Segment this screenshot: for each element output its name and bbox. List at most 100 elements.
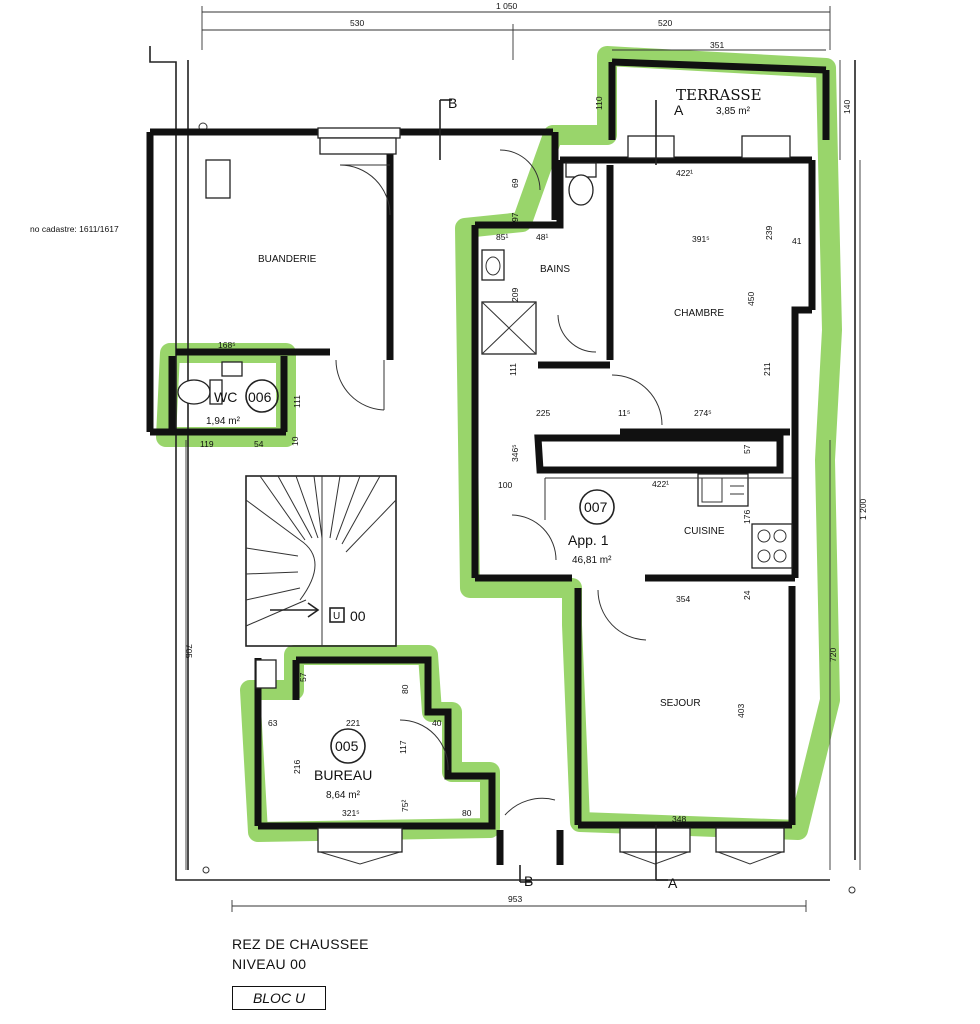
room-cuisine: CUISINE	[684, 526, 725, 537]
room-bureau: BUREAU	[314, 767, 372, 783]
dim-right-total: 1 200	[858, 498, 868, 520]
dim-chambre-lower: 211	[762, 362, 772, 376]
dim-bureau-bottom2: 80	[462, 808, 472, 818]
area-bureau: 8,64 m²	[326, 790, 361, 801]
walls	[146, 58, 830, 865]
room-terrasse: TERRASSE	[676, 86, 762, 104]
section-a-top: A	[674, 102, 684, 118]
dim-bureau-width: 221	[346, 718, 360, 728]
block-label: BLOC U	[232, 986, 326, 1010]
stair-level: 00	[350, 608, 366, 624]
dim-corridor-small: 11⁵	[618, 408, 630, 418]
app-number: 007	[584, 499, 608, 515]
wc-number-circle	[245, 379, 279, 413]
dim-bureau-right: 40	[432, 718, 442, 728]
dim-wc-height: 111	[292, 395, 302, 408]
dim-chambre-height: 450	[746, 292, 756, 306]
dim-left-top: 530	[350, 18, 364, 28]
caption-floor: REZ DE CHAUSSEE	[232, 936, 369, 952]
dim-right-top-offset: 140	[842, 100, 852, 114]
app-number-circle	[579, 489, 615, 525]
dim-bottom-total: 953	[508, 894, 522, 904]
fixtures	[177, 159, 793, 689]
dim-app-left: 100	[498, 480, 512, 490]
dim-bains-small3: 97	[510, 212, 520, 222]
dim-chambre-top: 422¹	[676, 168, 693, 178]
stair-label: U	[333, 611, 340, 622]
dim-bureau-small2: 80	[400, 684, 410, 694]
dim-wc-bottom-a: 119	[200, 439, 214, 449]
dim-cuisine-width: 422¹	[652, 479, 669, 489]
laundry-fixture	[205, 159, 231, 199]
section-markers: B A B A	[439, 95, 684, 891]
dim-bains-small2: 69	[510, 178, 520, 188]
app-area: 46,81 m²	[572, 555, 612, 566]
dim-right-top: 520	[658, 18, 672, 28]
dim-bains-top-a: 85¹	[496, 232, 508, 242]
section-b-top: B	[448, 95, 457, 111]
room-buanderie: BUANDERIE	[258, 254, 317, 265]
stair-label-box	[329, 607, 345, 623]
staircase	[245, 475, 397, 647]
dimension-texts: 1 050 530 520 351 110 140 1 200 720 705 …	[184, 1, 868, 904]
dim-wc-bottom-c: 10	[290, 436, 300, 446]
bureau-number-circle	[330, 728, 366, 764]
dim-cuisine-small: 57	[742, 444, 752, 454]
plan-caption: REZ DE CHAUSSEE NIVEAU 00	[232, 934, 369, 974]
outer-outline	[149, 46, 856, 894]
app-name: App. 1	[568, 532, 609, 548]
dim-terrace-width: 351	[710, 40, 724, 50]
windows	[317, 127, 791, 865]
bureau-fixture	[255, 659, 277, 689]
dim-bureau-bottom: 321⁵	[342, 808, 360, 818]
dim-bains-top-b: 48¹	[536, 232, 548, 242]
room-wc: WC	[214, 389, 237, 405]
highlight-app1	[455, 46, 842, 840]
dim-bains-small: 111	[508, 363, 518, 376]
dim-left-side: 705	[184, 644, 194, 658]
dim-bureau-small: 57	[298, 672, 308, 682]
room-bains: BAINS	[540, 264, 570, 275]
caption-level: NIVEAU 00	[232, 956, 307, 972]
highlight-outlines	[156, 46, 842, 842]
dim-cuisine-height: 176	[742, 510, 752, 524]
bureau-number: 005	[335, 738, 359, 754]
dim-bureau-vert2: 75²	[400, 800, 410, 812]
dim-bureau-height: 216	[292, 760, 302, 774]
room-labels: TERRASSE 3,85 m² BUANDERIE WC 006 1,94 m…	[206, 86, 762, 801]
dim-chambre-width: 391⁵	[692, 234, 710, 244]
dim-total-top: 1 050	[496, 1, 518, 11]
dim-chambre-right: 41	[792, 236, 802, 246]
section-b-bottom: B	[524, 873, 533, 889]
dim-chambre-vert: 239	[764, 226, 774, 240]
dimension-lines	[185, 6, 861, 912]
section-a-bottom: A	[668, 875, 678, 891]
cadastre-note: no cadastre: 1611/1617	[30, 224, 119, 234]
doors	[335, 149, 663, 816]
dim-app-vert: 346⁵	[510, 444, 520, 462]
dim-corridor-width: 225	[536, 408, 550, 418]
room-wc-number: 006	[248, 389, 272, 405]
dim-sejour-height: 403	[736, 704, 746, 718]
dim-bureau-left: 63	[268, 718, 278, 728]
cooktop	[751, 523, 793, 569]
dim-bureau-inner: 117	[398, 740, 408, 754]
dim-sejour-bottom: 348	[672, 814, 686, 824]
dim-bains-width: 209	[510, 288, 520, 302]
room-chambre: CHAMBRE	[674, 308, 724, 319]
dim-chambre-bottom: 274⁵	[694, 408, 712, 418]
toilet-wc	[177, 379, 211, 405]
sink-bathroom	[481, 249, 505, 281]
room-sejour: SEJOUR	[660, 698, 701, 709]
dim-terrace-depth: 110	[594, 96, 604, 110]
kitchen-sink	[697, 473, 749, 507]
area-terrasse: 3,85 m²	[716, 106, 751, 117]
dim-right-lower: 720	[828, 648, 838, 662]
highlight-bureau	[240, 645, 500, 842]
area-wc: 1,94 m²	[206, 416, 241, 427]
dim-wc-width: 168⁵	[218, 340, 236, 350]
dim-wc-bottom-b: 54	[254, 439, 264, 449]
dim-sejour-small: 24	[742, 590, 752, 600]
dim-sejour-width: 354	[676, 594, 690, 604]
